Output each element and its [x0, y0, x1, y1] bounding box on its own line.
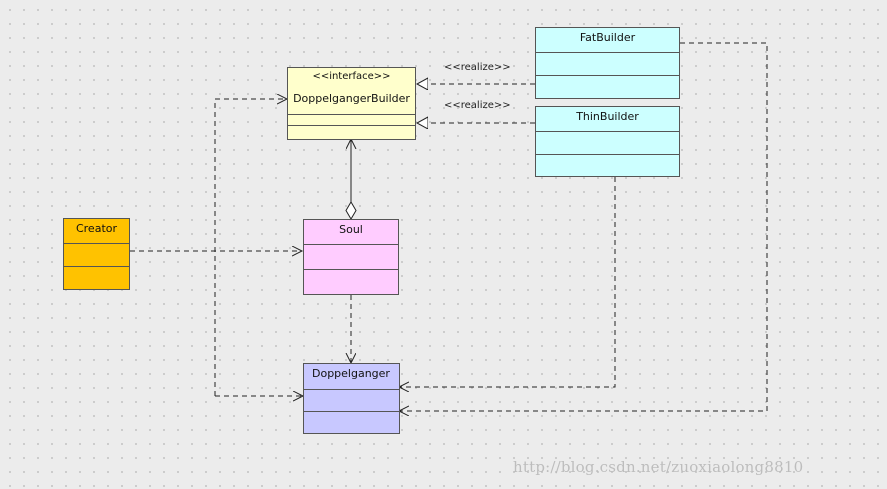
fat-doppelganger-line — [399, 42, 768, 411]
thin-builder-methods-divider — [536, 154, 679, 155]
thin-builder-class-name: ThinBuilder — [576, 110, 639, 123]
thin-builder-attributes-divider — [536, 131, 679, 132]
thin-doppelganger-line — [399, 177, 616, 387]
doppelganger-class[interactable]: Doppelganger — [303, 363, 400, 434]
creator-class-name: Creator — [75, 222, 118, 235]
builder-class-name: DoppelgangerBuilder — [293, 92, 410, 105]
creator-methods-divider — [64, 266, 129, 267]
soul-class-name: Soul — [339, 223, 363, 236]
creator-attributes-divider — [64, 243, 129, 244]
fat-builder-class[interactable]: FatBuilder — [535, 27, 680, 99]
realize-thin-label: <<realize>> — [444, 100, 511, 111]
doppelganger-class-name: Doppelganger — [312, 367, 390, 380]
thin-builder-class[interactable]: ThinBuilder — [535, 106, 680, 177]
doppelganger-attributes-divider — [304, 389, 399, 390]
fat-builder-methods-divider — [536, 75, 679, 76]
doppelganger-methods-divider — [304, 411, 399, 412]
creator-builder-line — [214, 99, 287, 396]
builder-methods-divider — [288, 125, 415, 126]
realize-fat-label: <<realize>> — [444, 62, 511, 73]
soul-class[interactable]: Soul — [303, 219, 399, 295]
builder-stereotype: <<interface>> — [312, 71, 391, 82]
soul-attributes-divider — [304, 244, 398, 245]
soul-methods-divider — [304, 269, 398, 270]
creator-class[interactable]: Creator — [63, 218, 130, 290]
watermark-text: http://blog.csdn.net/zuoxiaolong8810 — [513, 458, 804, 476]
fat-builder-attributes-divider — [536, 52, 679, 53]
doppelganger-builder-class[interactable]: <<interface>> DoppelgangerBuilder — [287, 67, 416, 140]
aggregation-diamond — [345, 201, 357, 220]
fat-builder-class-name: FatBuilder — [579, 31, 636, 44]
builder-attributes-divider — [288, 114, 415, 115]
